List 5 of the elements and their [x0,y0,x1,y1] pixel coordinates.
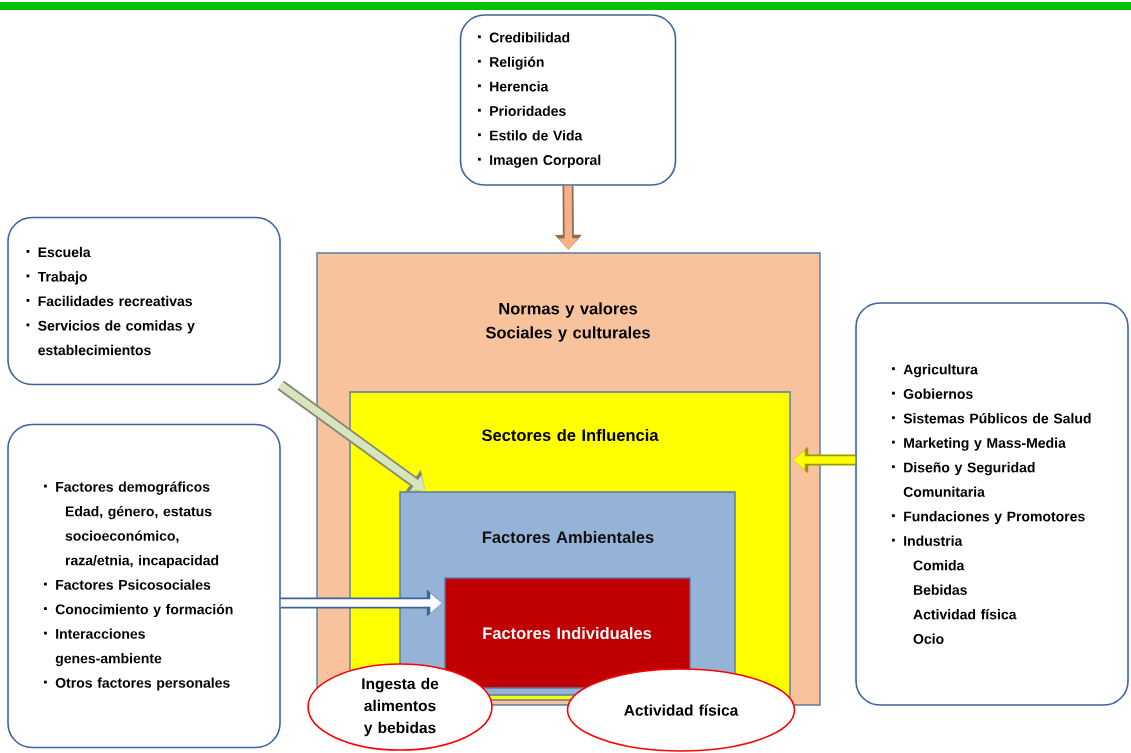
list-box: Escuela Trabajo Facilidades recreativas Servicios de comidas y establecimientos [7,216,281,386]
list-box: Credibilidad Religión Herencia Prioridades Estilo de Vida Imagen Corporal [459,14,677,186]
list-box: Agricultura Gobiernos Sistemas Públicos de Salud Marketing y Mass-Media Diseño y Seguridad Comunitaria Fundaciones y Promotores Industria Comida Bebidas Actividad física Ocio [855,302,1129,706]
list-box: Factores demográficos Edad, género, estatus socioeconómico, raza/etnia, incapacidad Factores Psicosociales Conocimiento y formación Interacciones genes-ambiente Otros factores personales [7,423,281,749]
nested-box: Factores Individuales [444,577,691,689]
